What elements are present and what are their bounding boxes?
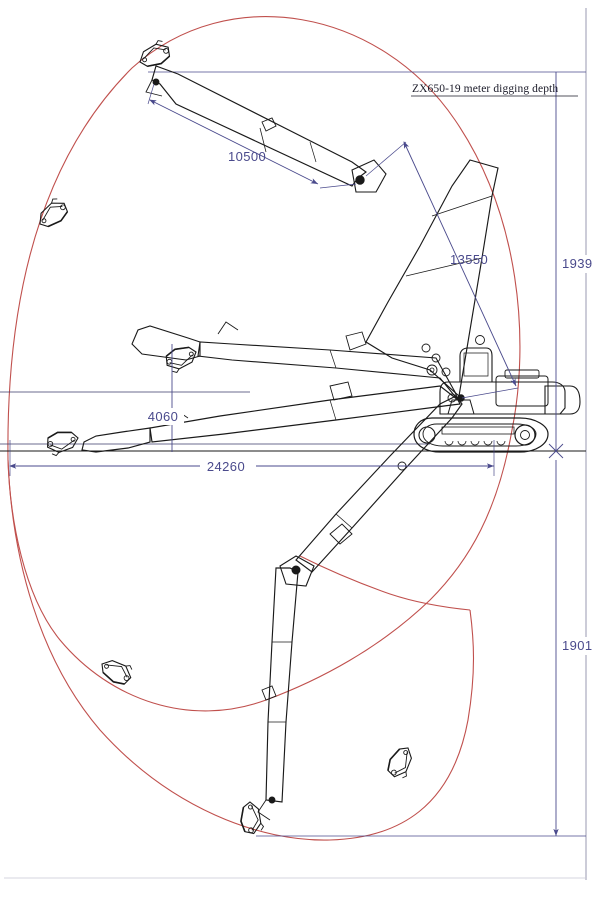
bucket-link-high xyxy=(145,79,163,97)
boom-tip-knuckle-deep xyxy=(279,555,315,587)
track-rollers xyxy=(444,440,506,446)
dimension-label-13550: 13550 xyxy=(450,252,488,267)
dimension-max-reach: 24260 xyxy=(9,440,495,476)
envelope-arc-lower xyxy=(7,459,475,841)
track-idler-rear xyxy=(418,426,436,444)
track-idler-front-hub xyxy=(520,430,530,440)
boom-position-deep-dig xyxy=(238,395,463,836)
bucket-link-deep xyxy=(257,799,271,821)
reference-lines xyxy=(0,71,586,837)
boom-tip-knuckle-high xyxy=(351,159,387,193)
track-outline xyxy=(413,417,549,453)
dimension-label-24260: 24260 xyxy=(207,459,245,474)
dimension-max-digging-depth: 1901 xyxy=(553,460,600,836)
arm-horizontal-lower xyxy=(81,427,151,453)
track-idler-front xyxy=(514,424,536,446)
counterweight xyxy=(544,385,581,415)
engine-hood xyxy=(495,375,549,407)
dimension-height-4060: 4060 xyxy=(142,344,184,452)
dimension-label-4060: 4060 xyxy=(148,409,179,424)
dimension-label-10500: 10500 xyxy=(228,149,266,164)
envelope-arc-notch xyxy=(299,555,471,611)
dimension-max-digging-height: 1939 xyxy=(548,72,600,459)
boom-horizontal-lower xyxy=(149,385,461,443)
drawing-title: ZX650-19 meter digging depth xyxy=(412,83,558,95)
working-envelope-arcs xyxy=(7,16,521,841)
dimension-line-10500 xyxy=(149,99,319,185)
dimension-label-digging-height: 1939 xyxy=(562,256,593,271)
boom-deep xyxy=(295,395,463,573)
dimension-boom-length: 13550 xyxy=(365,141,519,399)
drawing-title-block: ZX650-19 meter digging depth xyxy=(411,83,578,97)
envelope-arc-outer xyxy=(7,16,521,712)
dimension-label-digging-depth: 1901 xyxy=(562,638,593,653)
track-bar xyxy=(441,426,515,435)
sheet-border xyxy=(4,8,587,880)
dimension-line-13550 xyxy=(403,141,517,387)
dimension-arm-length: 10500 xyxy=(147,83,357,189)
arm-horizontal-upper xyxy=(131,325,201,361)
